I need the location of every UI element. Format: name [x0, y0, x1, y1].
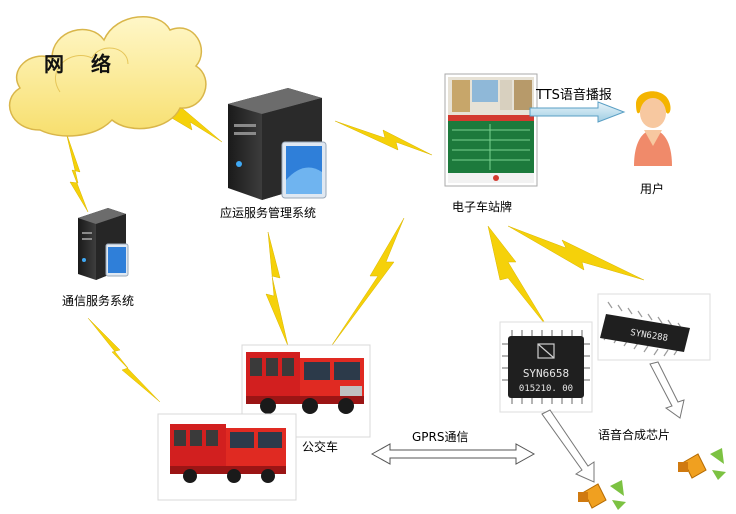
bolt-sign-to-chip-small	[507, 225, 645, 281]
bolt-server-to-sign	[334, 120, 433, 156]
speaker-icon	[578, 480, 626, 510]
tts-label: TTS语音播报	[536, 88, 612, 103]
user-label: 用户	[640, 182, 665, 196]
bus-image	[157, 344, 371, 501]
comm-server-icon	[78, 208, 129, 280]
gprs-arrow	[370, 443, 536, 465]
user-icon	[634, 91, 672, 166]
bus-stop-sign-label: 电子车站牌	[452, 200, 513, 214]
syn6288-chip: SYN6288	[597, 293, 711, 361]
dispatch-server-icon	[228, 88, 327, 200]
bolt-comm-to-bus	[87, 317, 161, 403]
chip-output-arrows	[541, 361, 685, 483]
network-cloud	[9, 16, 207, 137]
tts-arrow	[529, 101, 626, 123]
chip-main-code: 015210. 00	[519, 384, 573, 394]
speaker-icon	[678, 448, 726, 480]
bolt-sign-to-bus	[329, 217, 405, 349]
bus-label: 公交车	[302, 440, 339, 454]
comm-server-label: 通信服务系统	[62, 294, 135, 308]
bus-stop-sign-image	[444, 73, 538, 187]
network-label: 网 络	[44, 52, 121, 76]
chip-main-model: SYN6658	[523, 367, 569, 380]
bolt-server-to-bus	[265, 231, 289, 347]
bolt-cloud-to-comm	[65, 131, 89, 213]
speech-chip-label: 语音合成芯片	[598, 428, 671, 442]
gprs-label: GPRS通信	[412, 430, 469, 444]
syn6658-chip: SYN6658 015210. 00	[499, 321, 593, 413]
dispatch-server-label: 应运服务管理系统	[220, 206, 317, 220]
